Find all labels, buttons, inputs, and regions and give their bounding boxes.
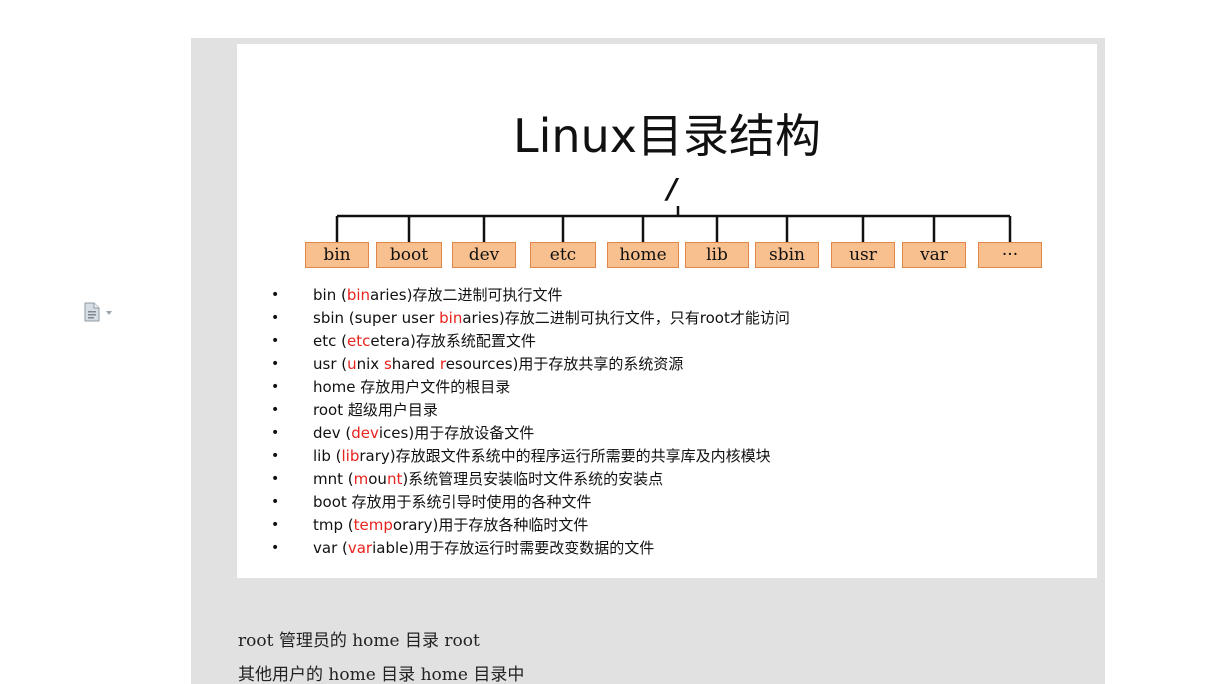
item-text: etc ( — [313, 332, 347, 350]
item-text: var ( — [313, 539, 348, 557]
caption-line-2: 其他用户的 home 目录 home 目录中 — [238, 665, 525, 684]
dir-box-6: lib — [685, 242, 749, 268]
item-text: tmp ( — [313, 516, 354, 534]
highlight-text: etc — [346, 332, 371, 350]
highlight-text: temp — [353, 516, 393, 534]
highlight-text: u — [347, 355, 357, 373]
list-item: home 存放用户文件的根目录 — [269, 376, 790, 399]
item-text: etera)存放系统配置文件 — [370, 332, 536, 350]
dir-box-7: sbin — [755, 242, 819, 268]
list-item: usr (unix shared resources)用于存放共享的系统资源 — [269, 353, 790, 376]
list-item: dev (devices)用于存放设备文件 — [269, 422, 790, 445]
dir-box-1: bin — [305, 242, 369, 268]
list-item: bin (binaries)存放二进制可执行文件 — [269, 284, 790, 307]
dir-box-4: etc — [530, 242, 596, 268]
item-text: root 超级用户目录 — [313, 401, 438, 419]
list-item: sbin (super user binaries)存放二进制可执行文件，只有r… — [269, 307, 790, 330]
item-text: sbin (s — [313, 309, 363, 327]
list-item: root 超级用户目录 — [269, 399, 790, 422]
list-item: var (variable)用于存放运行时需要改变数据的文件 — [269, 537, 790, 560]
caption-line-1: root 管理员的 home 目录 root — [238, 631, 480, 651]
item-text: orary)用于存放各种临时文件 — [392, 516, 589, 534]
dir-box-9: var — [902, 242, 966, 268]
list-item: mnt (mount)系统管理员安装临时文件系统的安装点 — [269, 468, 790, 491]
list-item: lib (library)存放跟文件系统中的程序运行所需要的共享库及内核模块 — [269, 445, 790, 468]
item-text: ou — [368, 470, 387, 488]
item-text: nix — [356, 355, 384, 373]
list-item: boot 存放用于系统引导时使用的各种文件 — [269, 491, 790, 514]
item-text: aries)存放二进制可执行文件 — [370, 286, 563, 304]
root-dir-label: / — [667, 172, 678, 205]
item-text: uper user — [362, 309, 440, 327]
highlight-text: s — [383, 355, 392, 373]
item-text: lib ( — [313, 447, 342, 465]
item-text: esources)用于存放共享的系统资源 — [445, 355, 684, 373]
item-text: ices)用于存放设备文件 — [378, 424, 535, 442]
highlight-text: bin — [346, 286, 371, 304]
highlight-text: dev — [351, 424, 379, 442]
item-text: hared — [391, 355, 440, 373]
dir-box-3: dev — [452, 242, 516, 268]
highlight-text: var — [347, 539, 373, 557]
item-text: aries)存放二进制可执行文件，只有root才能访问 — [462, 309, 790, 327]
dir-box-10: ··· — [978, 242, 1042, 268]
item-text: mnt ( — [313, 470, 354, 488]
item-text: bin ( — [313, 286, 347, 304]
document-menu[interactable] — [84, 300, 124, 324]
dir-box-2: boot — [376, 242, 442, 268]
highlight-text: r — [439, 355, 446, 373]
item-text: boot 存放用于系统引导时使用的各种文件 — [313, 493, 592, 511]
highlight-text: nt — [386, 470, 403, 488]
item-text: iable)用于存放运行时需要改变数据的文件 — [372, 539, 655, 557]
highlight-text: lib — [341, 447, 360, 465]
dir-box-8: usr — [831, 242, 895, 268]
slide-title: Linux目录结构 — [513, 109, 821, 163]
list-item: etc (etcetera)存放系统配置文件 — [269, 330, 790, 353]
item-text: dev ( — [313, 424, 352, 442]
directory-tree-lines — [335, 206, 1012, 242]
highlight-text: bin — [439, 309, 463, 327]
chevron-down-icon — [106, 311, 112, 315]
dir-box-5: home — [607, 242, 679, 268]
item-text: home 存放用户文件的根目录 — [313, 378, 511, 396]
highlight-text: m — [353, 470, 369, 488]
document-icon — [84, 302, 100, 322]
directory-description-list: bin (binaries)存放二进制可执行文件sbin (super user… — [269, 284, 790, 560]
item-text: rary)存放跟文件系统中的程序运行所需要的共享库及内核模块 — [359, 447, 771, 465]
item-text: )系统管理员安装临时文件系统的安装点 — [402, 470, 664, 488]
list-item: tmp (temporary)用于存放各种临时文件 — [269, 514, 790, 537]
item-text: usr ( — [313, 355, 348, 373]
